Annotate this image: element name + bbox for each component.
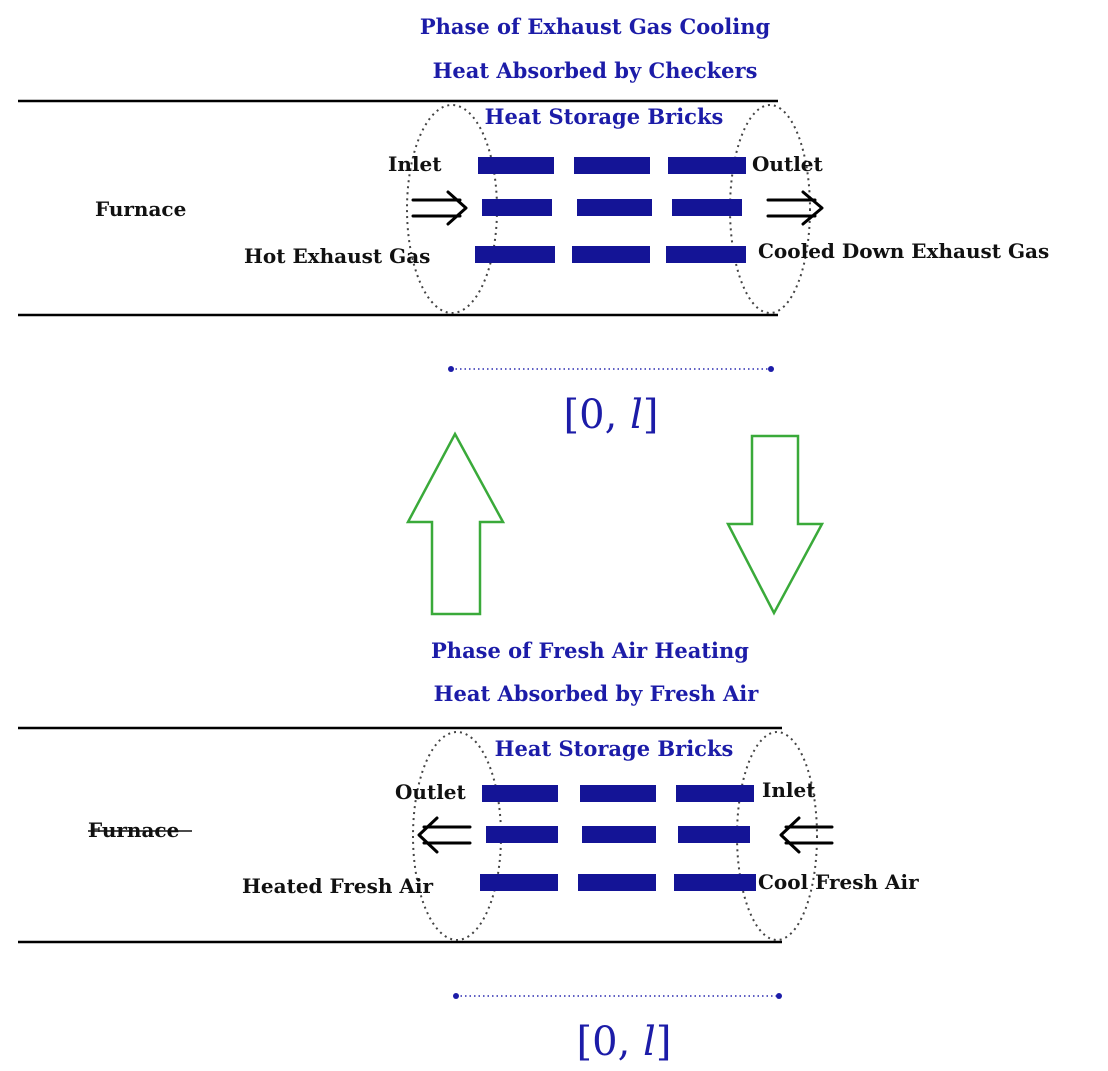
brick <box>674 874 756 891</box>
brick <box>577 199 652 216</box>
top-brick-grid <box>475 157 746 263</box>
hollow-arrow-up-icon <box>405 431 506 616</box>
top-inflow-label: Hot Exhaust Gas <box>244 244 430 268</box>
hollow-arrow-down-icon <box>725 434 825 616</box>
brick <box>578 874 656 891</box>
interval-endpoint <box>776 993 782 999</box>
brick <box>580 785 656 802</box>
brick <box>482 199 552 216</box>
brick <box>478 157 554 174</box>
top-outflow-label: Cooled Down Exhaust Gas <box>758 239 1049 263</box>
top-phase-subtitle: Heat Absorbed by Checkers <box>433 58 758 83</box>
bottom-inflow-label: Cool Fresh Air <box>758 870 919 894</box>
bottom-outlet-label: Outlet <box>395 780 467 804</box>
brick <box>486 826 558 843</box>
brick <box>668 157 746 174</box>
double-arrow-right-icon <box>411 190 468 226</box>
interval-endpoint <box>448 366 454 372</box>
brick <box>582 826 656 843</box>
brick <box>572 246 650 263</box>
top-furnace-label: Furnace <box>95 197 186 221</box>
brick <box>480 874 558 891</box>
bottom-bricks-label: Heat Storage Bricks <box>495 736 734 761</box>
bottom-furnace-label: Furnace <box>88 818 179 842</box>
interval-endpoint <box>453 993 459 999</box>
top-bricks-label: Heat Storage Bricks <box>485 104 724 129</box>
bottom-inlet-ellipse <box>736 731 818 941</box>
top-inlet-label: Inlet <box>388 152 442 176</box>
double-arrow-left-icon <box>417 816 472 854</box>
top-phase-title: Phase of Exhaust Gas Cooling <box>420 14 771 39</box>
brick <box>475 246 555 263</box>
top-phase: Phase of Exhaust Gas Cooling Heat Absorb… <box>18 14 1049 438</box>
bottom-brick-grid <box>480 785 756 891</box>
interval-endpoint <box>768 366 774 372</box>
double-arrow-left-icon <box>779 816 834 854</box>
bottom-inlet-label: Inlet <box>762 778 816 802</box>
bottom-outflow-label: Heated Fresh Air <box>242 874 433 898</box>
top-interval-label: [0, l] <box>564 392 659 438</box>
bottom-phase-subtitle: Heat Absorbed by Fresh Air <box>434 681 760 706</box>
brick <box>574 157 650 174</box>
double-arrow-right-icon <box>766 190 824 226</box>
bottom-interval-label: [0, l] <box>577 1019 672 1065</box>
brick <box>482 785 558 802</box>
bottom-phase-title: Phase of Fresh Air Heating <box>431 638 749 663</box>
brick <box>678 826 750 843</box>
bottom-phase: Phase of Fresh Air Heating Heat Absorbed… <box>18 638 919 1065</box>
bottom-interval-marker: [0, l] <box>453 993 782 1065</box>
brick <box>666 246 746 263</box>
brick <box>672 199 742 216</box>
top-outlet-ellipse <box>729 104 811 314</box>
brick <box>676 785 754 802</box>
top-outlet-label: Outlet <box>752 152 824 176</box>
top-interval-marker: [0, l] <box>448 366 774 438</box>
